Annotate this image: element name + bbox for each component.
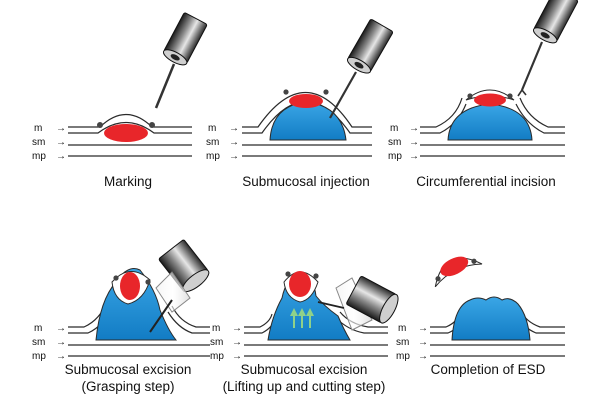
panel-caption-sub: (Lifting up and cutting step) bbox=[223, 379, 386, 394]
panel-submucosal-injection: m → sm → mp → Submucosal injection bbox=[206, 19, 394, 189]
layer-arrow: → bbox=[418, 351, 428, 362]
needle-knife-icon bbox=[149, 299, 173, 333]
panel-caption: Circumferential incision bbox=[416, 174, 556, 189]
layer-arrow: → bbox=[418, 323, 428, 334]
layer-arrow: → bbox=[229, 137, 239, 148]
panel-caption: Marking bbox=[104, 174, 152, 189]
panel-caption: Submucosal excision bbox=[241, 362, 368, 377]
panel-completion-of-esd: m → sm → mp → Completion of ESD bbox=[396, 256, 565, 377]
layer-label-mp: mp bbox=[32, 151, 46, 162]
submucosa-fluid-cushion bbox=[451, 296, 531, 341]
layer-arrow: → bbox=[409, 123, 419, 134]
lesion bbox=[289, 271, 311, 297]
needle-knife-icon bbox=[329, 71, 357, 119]
layer-label-mp: mp bbox=[396, 351, 410, 362]
layer-arrow: → bbox=[232, 323, 242, 334]
layer-arrow: → bbox=[56, 323, 66, 334]
layer-arrow: → bbox=[56, 337, 66, 348]
lesion bbox=[474, 93, 506, 107]
marking-dot-icon bbox=[507, 93, 513, 99]
layer-arrow: → bbox=[232, 337, 242, 348]
marking-dot-icon bbox=[145, 279, 151, 285]
endoscope-icon bbox=[532, 0, 579, 44]
marking-dot-icon bbox=[435, 276, 441, 282]
layer-label-m: m bbox=[34, 323, 42, 334]
endoscope-icon bbox=[162, 12, 208, 66]
marking-dot-icon bbox=[97, 122, 103, 128]
layer-labels: m → sm → mp → bbox=[206, 123, 239, 162]
lesion bbox=[104, 124, 148, 142]
layer-label-mp: mp bbox=[32, 351, 46, 362]
needle-knife-icon bbox=[154, 63, 176, 109]
layer-arrow: → bbox=[409, 137, 419, 148]
resected-specimen bbox=[434, 256, 483, 288]
layer-arrow: → bbox=[229, 151, 239, 162]
layer-labels: m → sm → mp → bbox=[388, 123, 419, 162]
marking-dot-icon bbox=[467, 93, 473, 99]
endoscope-icon bbox=[158, 239, 210, 293]
layer-label-mp: mp bbox=[388, 151, 402, 162]
panel-submucosal-excision-grasping: m → sm → mp → Submucosal excision bbox=[32, 239, 210, 394]
marking-dot-icon bbox=[471, 258, 477, 264]
layer-labels: m → sm → mp → bbox=[210, 323, 242, 362]
layer-label-sm: sm bbox=[32, 337, 45, 348]
panel-caption-sub: (Grasping step) bbox=[81, 379, 174, 394]
layer-arrow: → bbox=[56, 151, 66, 162]
layer-labels: m → sm → mp → bbox=[32, 323, 66, 362]
marking-dot-icon bbox=[285, 271, 291, 277]
layer-label-m: m bbox=[208, 123, 216, 134]
panel-caption: Completion of ESD bbox=[431, 362, 546, 377]
layer-label-m: m bbox=[34, 123, 42, 134]
panel-caption: Submucosal injection bbox=[242, 174, 370, 189]
layer-label-sm: sm bbox=[210, 337, 223, 348]
needle-knife-icon bbox=[517, 89, 527, 97]
layer-label-m: m bbox=[390, 123, 398, 134]
panel-submucosal-excision-lifting: m → sm → mp → bbox=[210, 271, 399, 394]
endoscope-icon bbox=[346, 19, 394, 74]
layer-arrow: → bbox=[56, 351, 66, 362]
panel-marking: m → sm → mp → Marking bbox=[32, 12, 208, 189]
endoscope-icon bbox=[346, 275, 399, 324]
panel-circumferential-incision: m → sm → mp → Circumferential incision bbox=[388, 0, 579, 189]
layer-arrow: → bbox=[229, 123, 239, 134]
tissue-layers bbox=[420, 97, 565, 157]
layer-label-mp: mp bbox=[210, 351, 224, 362]
lift-arrow-icon bbox=[290, 308, 314, 328]
marking-dot-icon bbox=[113, 275, 119, 281]
lesion bbox=[289, 94, 323, 108]
layer-label-sm: sm bbox=[32, 137, 45, 148]
layer-label-sm: sm bbox=[396, 337, 409, 348]
layer-label-sm: sm bbox=[388, 137, 401, 148]
panel-caption: Submucosal excision bbox=[65, 362, 192, 377]
marking-dot-icon bbox=[149, 122, 155, 128]
layer-label-m: m bbox=[212, 323, 220, 334]
layer-labels: m → sm → mp → bbox=[32, 123, 66, 162]
layer-arrow: → bbox=[232, 351, 242, 362]
layer-label-sm: sm bbox=[206, 137, 219, 148]
marking-dot-icon bbox=[323, 89, 329, 95]
layer-labels: m → sm → mp → bbox=[396, 323, 428, 362]
marking-dot-icon bbox=[283, 89, 289, 95]
lesion bbox=[120, 272, 140, 300]
layer-arrow: → bbox=[56, 137, 66, 148]
needle-knife-icon bbox=[317, 301, 345, 309]
layer-arrow: → bbox=[56, 123, 66, 134]
layer-arrow: → bbox=[409, 151, 419, 162]
transparent-cap-icon bbox=[155, 271, 191, 313]
marking-dot-icon bbox=[313, 273, 319, 279]
layer-arrow: → bbox=[418, 337, 428, 348]
layer-label-mp: mp bbox=[206, 151, 220, 162]
layer-label-m: m bbox=[398, 323, 406, 334]
needle-knife-icon bbox=[520, 41, 544, 91]
